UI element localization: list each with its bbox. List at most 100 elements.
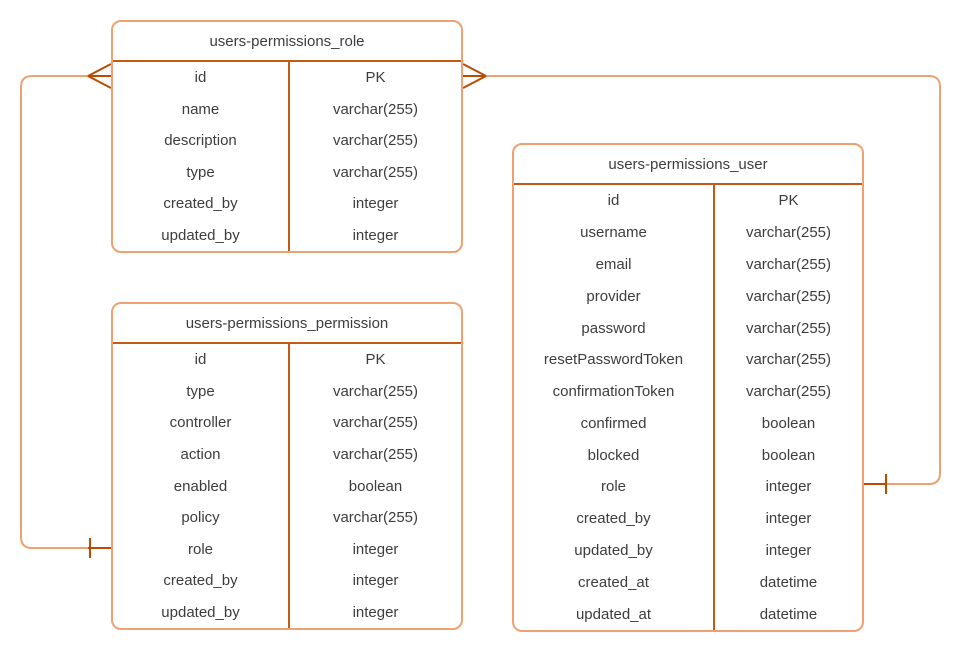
field-type-cell: boolean [288,470,461,502]
field-name-cell: created_by [163,572,238,590]
field-name-cell: id [194,69,207,87]
field-type-cell: varchar(255) [288,93,461,125]
field-name-cell: description [164,132,237,150]
field-type-cell: boolean [713,407,862,440]
table-row: id PK [113,62,461,94]
field-type-cell: varchar(255) [713,343,862,376]
field-type-cell: integer [713,471,862,503]
field-type-cell: integer [288,188,461,220]
field-type-cell: varchar(255) [713,312,862,344]
table-row: type varchar(255) [113,156,461,188]
field-name-cell: email [595,255,632,273]
table-row: policy varchar(255) [113,501,461,534]
table-row: role integer [113,533,461,565]
field-name-cell: password [581,319,646,337]
table-row: confirmed boolean [514,407,862,440]
field-name-cell: updated_by [574,541,653,559]
field-type-cell: varchar(255) [713,375,862,408]
table-title: users-permissions_permission [113,304,461,344]
field-name-cell: updated_by [161,226,240,244]
table-row: email varchar(255) [514,248,862,281]
field-type-cell: PK [288,344,461,376]
entity-table-users-permissions-permission[interactable]: users-permissions_permission id PK type var… [111,302,463,630]
field-name-cell: role [600,478,626,496]
field-name-cell: type [186,382,215,400]
field-name-cell: name [181,100,220,118]
table-row: updated_at datetime [514,598,862,630]
table-row: description varchar(255) [113,125,461,157]
table-row: password varchar(255) [514,312,862,344]
field-name-cell: created_at [578,573,649,591]
table-row: action varchar(255) [113,438,461,471]
table-row: provider varchar(255) [514,280,862,313]
field-type-cell: integer [713,534,862,567]
crows-foot-many-icon [462,63,487,89]
field-name-cell: blocked [587,446,640,464]
one-tick-icon [88,538,111,558]
field-name-cell: policy [181,509,220,527]
field-type-cell: integer [288,596,461,629]
table-row: id PK [514,185,862,217]
field-name-cell: updated_by [161,603,240,621]
field-type-cell: integer [288,533,461,565]
field-name-cell: id [607,192,620,210]
table-row: blocked boolean [514,439,862,472]
field-name-cell: action [180,445,221,463]
field-name-cell: enabled [173,477,228,495]
table-row: type varchar(255) [113,375,461,408]
table-row: updated_by integer [514,534,862,567]
table-row: updated_by integer [113,219,461,251]
field-name-cell: type [186,163,215,181]
field-name-cell: role [187,540,213,558]
field-name-cell: controller [169,414,232,432]
entity-table-users-permissions-role[interactable]: users-permissions_role id PK name varchar(2… [111,20,463,253]
field-type-cell: varchar(255) [288,438,461,471]
edge-role-to-user-line [486,75,941,485]
field-type-cell: PK [288,62,461,94]
field-name-cell: confirmed [580,414,647,432]
field-type-cell: datetime [713,598,862,630]
edge-role-to-permission-line [20,75,111,549]
field-type-cell: varchar(255) [713,280,862,313]
table-row: controller varchar(255) [113,407,461,439]
crows-foot-many-icon [87,63,112,89]
table-row: enabled boolean [113,470,461,502]
field-type-cell: varchar(255) [288,407,461,439]
table-row: id PK [113,344,461,376]
one-tick-icon [864,474,887,494]
table-title: users-permissions_user [514,145,862,185]
field-name-cell: created_by [163,195,238,213]
table-row: created_by integer [113,564,461,597]
field-type-cell: datetime [713,566,862,599]
field-name-cell: id [194,351,207,369]
field-type-cell: varchar(255) [288,125,461,157]
field-type-cell: integer [713,502,862,535]
edge-role-to-user[interactable] [462,63,941,494]
field-name-cell: resetPasswordToken [543,351,684,369]
table-row: name varchar(255) [113,93,461,125]
table-row: updated_by integer [113,596,461,629]
table-title: users-permissions_role [113,22,461,62]
table-row: created_by integer [514,502,862,535]
field-name-cell: created_by [576,510,651,528]
field-name-cell: updated_at [575,605,652,623]
field-type-cell: integer [288,564,461,597]
field-type-cell: varchar(255) [713,248,862,281]
field-type-cell: varchar(255) [288,375,461,408]
field-name-cell: provider [586,287,641,305]
edge-role-to-permission[interactable] [20,63,112,558]
field-type-cell: varchar(255) [288,501,461,534]
field-type-cell: varchar(255) [713,216,862,249]
field-type-cell: boolean [713,439,862,472]
table-body: id PK type varchar(255) controller varchar(25… [113,344,461,629]
field-type-cell: PK [713,185,862,217]
field-type-cell: varchar(255) [288,156,461,188]
field-type-cell: integer [288,219,461,251]
table-body: id PK name varchar(255) description varchar(2… [113,62,461,251]
